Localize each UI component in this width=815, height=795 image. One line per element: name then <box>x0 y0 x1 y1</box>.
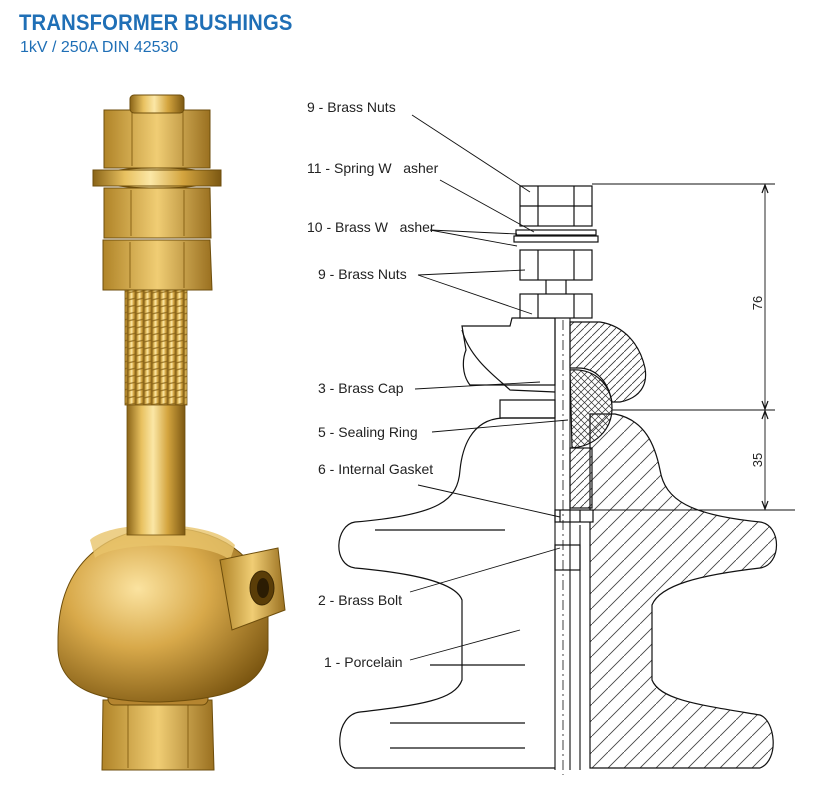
technical-drawing <box>338 114 795 775</box>
brass-cap-section <box>569 321 647 403</box>
label-brass-cap: 3 - Brass Cap <box>318 380 404 396</box>
porcelain-section-right <box>589 413 778 769</box>
middle-nut <box>103 187 212 239</box>
label-brass-bolt: 2 - Brass Bolt <box>318 592 402 608</box>
label-porcelain: 1 - Porcelain <box>324 654 403 670</box>
label-sealing-ring: 5 - Sealing Ring <box>318 424 418 440</box>
label-brass-nuts-top: 9 - Brass Nuts <box>307 99 396 115</box>
middle-nut-drawing <box>519 249 593 281</box>
bottom-hex <box>101 699 215 771</box>
dimension-76: 76 <box>750 296 765 310</box>
page-title: TRANSFORMER BUSHINGS <box>19 10 293 35</box>
porcelain-outline-left <box>338 417 555 769</box>
stud-tip <box>129 94 185 114</box>
inner-insert <box>569 447 593 509</box>
brass-bushing-photo <box>57 94 286 771</box>
lower-nut <box>102 239 213 291</box>
bolt-shank <box>126 399 186 536</box>
dimension-35: 35 <box>750 453 765 467</box>
sealing-ring <box>569 369 613 449</box>
lower-nut-drawing <box>519 293 593 319</box>
page-subtitle: 1kV / 250A DIN 42530 <box>20 39 179 56</box>
brass-cap-left <box>461 317 556 386</box>
label-brass-washer: 10 - Brass W asher <box>307 219 435 235</box>
label-spring-washer: 11 - Spring W asher <box>307 160 439 176</box>
label-brass-nuts-lower: 9 - Brass Nuts <box>318 266 407 282</box>
label-internal-gasket: 6 - Internal Gasket <box>318 461 433 477</box>
bolt-thread <box>124 279 188 406</box>
brass-washer-drawing <box>513 235 599 243</box>
spring-washer-drawing <box>515 229 597 236</box>
internal-gasket <box>554 509 594 523</box>
top-nut <box>103 109 211 169</box>
